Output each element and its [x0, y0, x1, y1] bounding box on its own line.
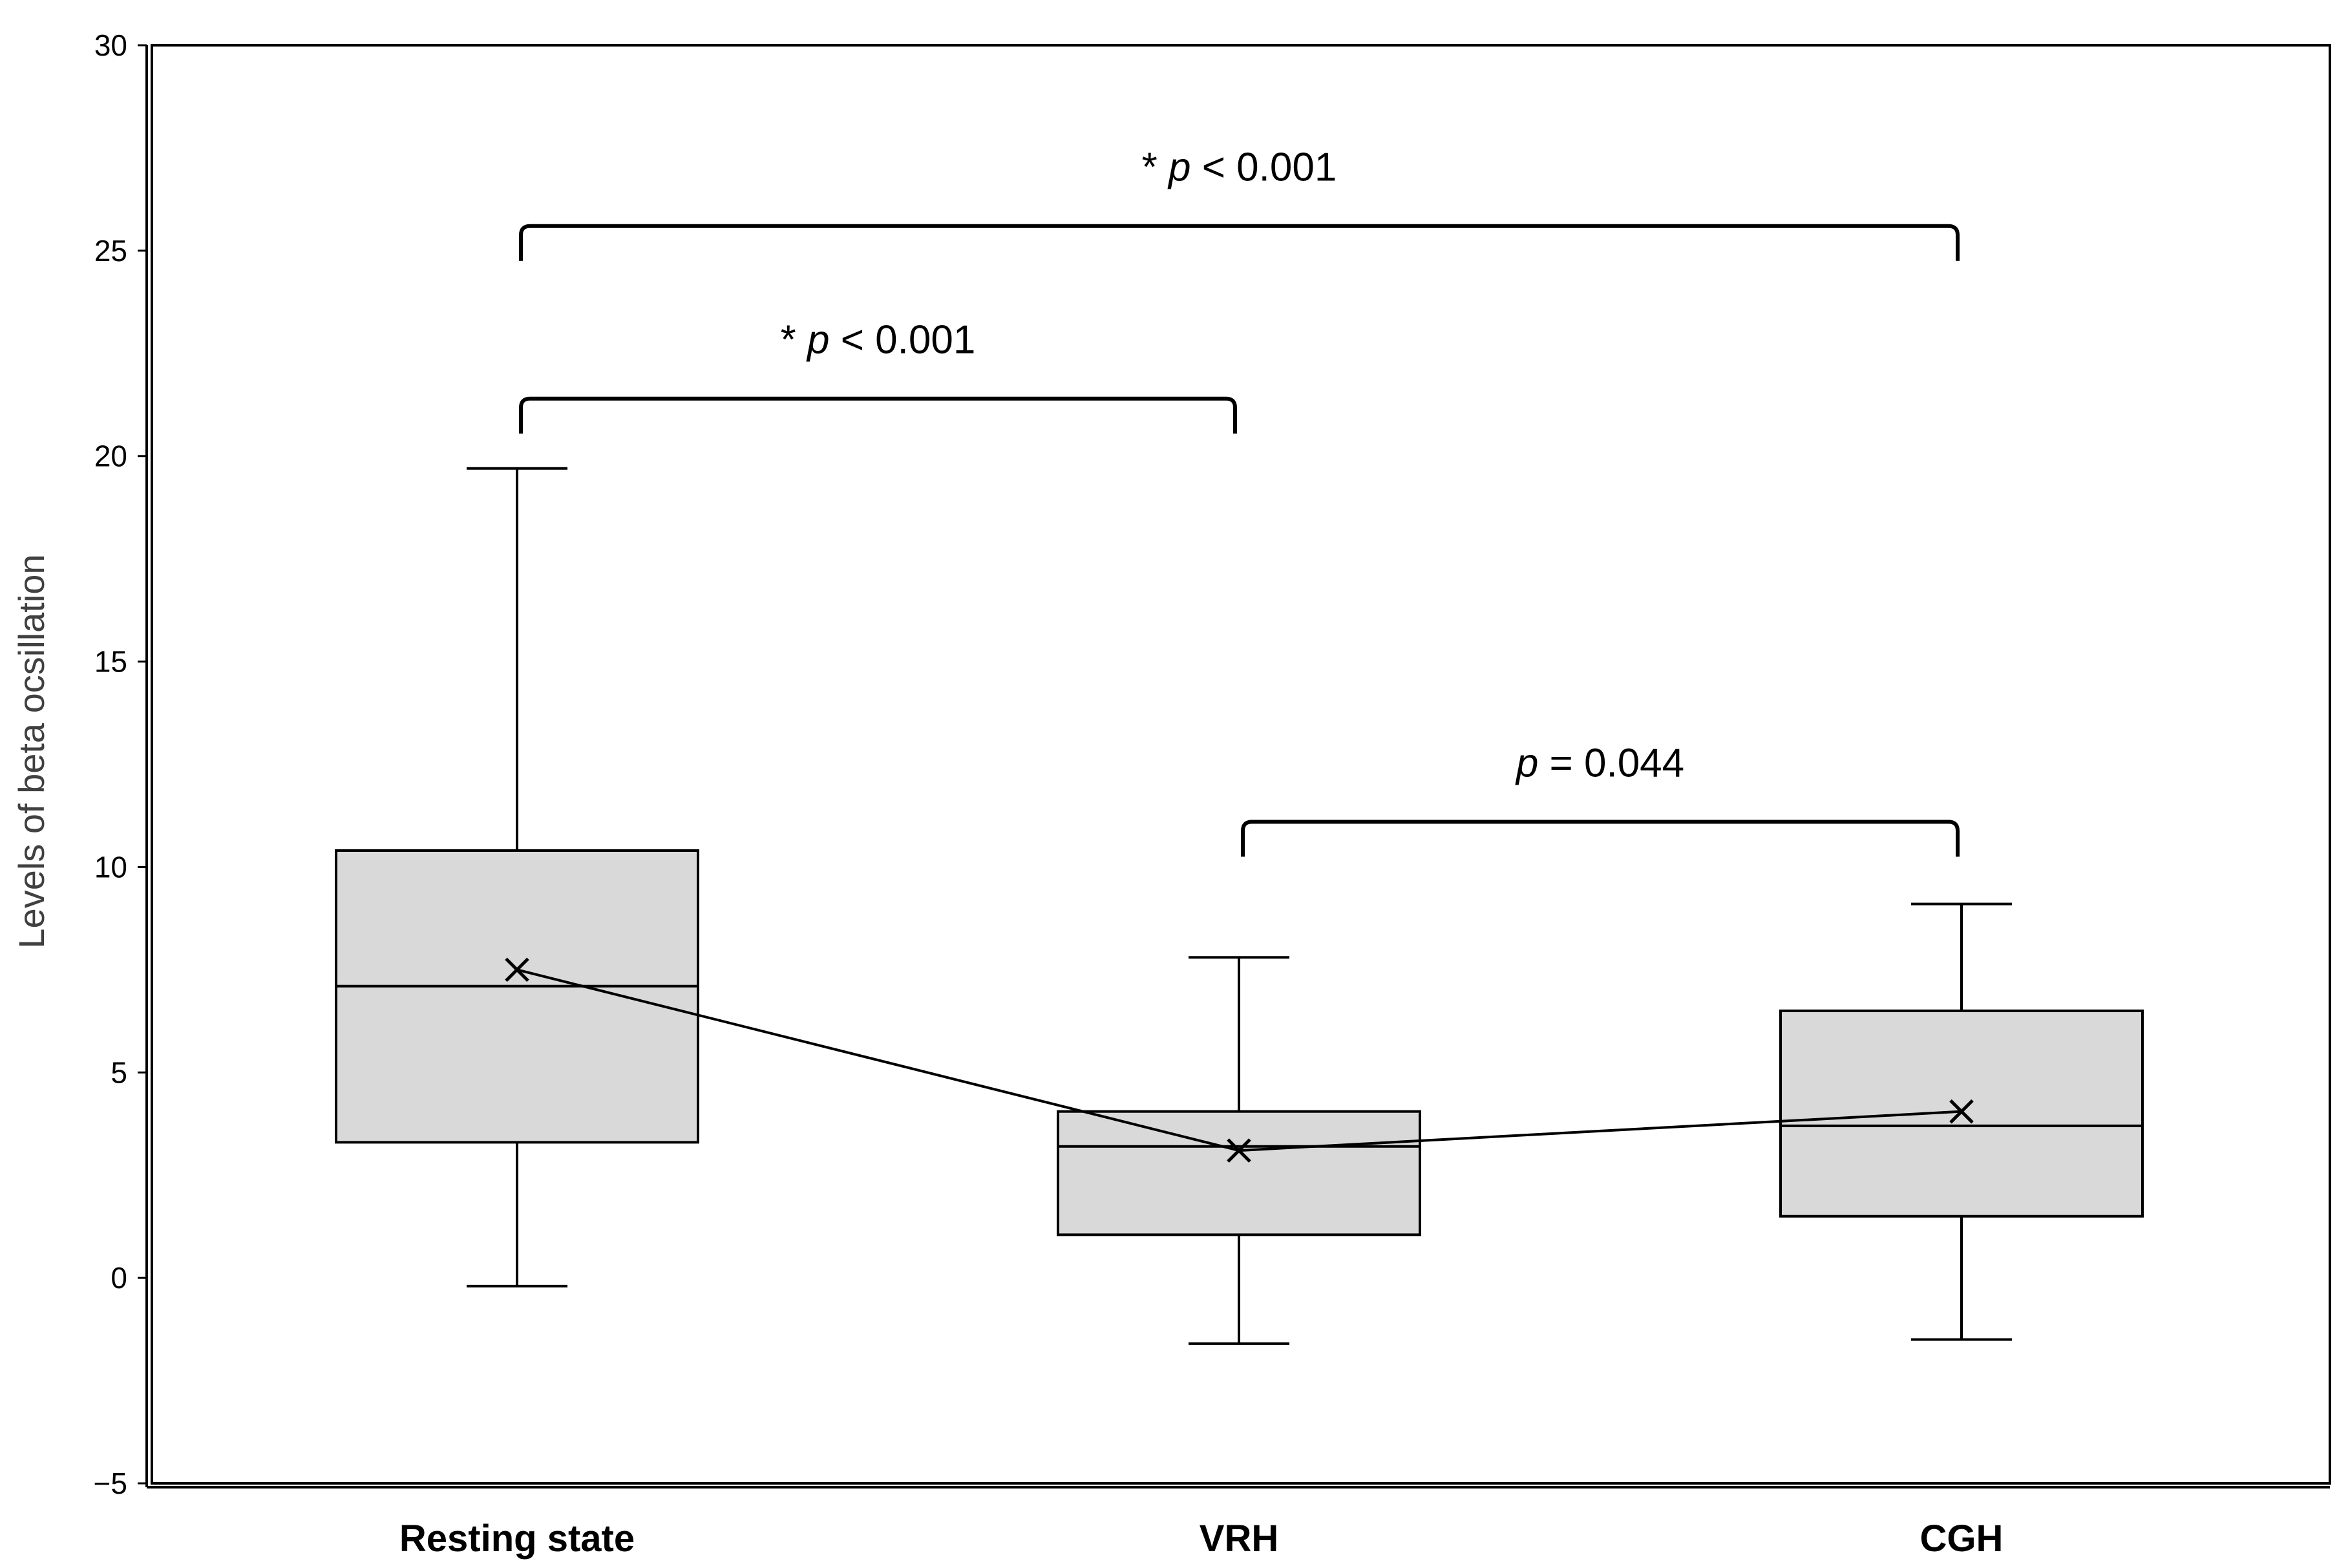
significance-bracket: [519, 224, 1960, 261]
y-axis-title: Levels of beta ocsillation: [11, 554, 52, 948]
significance-p-symbol: p: [1515, 741, 1538, 786]
mean-marker-stroke: [1949, 1099, 1974, 1124]
category-label: Resting state: [399, 1518, 635, 1560]
y-tick-label: 30: [94, 28, 127, 62]
mean-marker: [505, 957, 529, 982]
iqr-box: [335, 849, 699, 1144]
significance-star: *: [781, 318, 807, 363]
significance-label: * p < 0.001: [781, 318, 976, 363]
significance-label: * p < 0.001: [1142, 145, 1337, 190]
significance-p-text: = 0.044: [1538, 741, 1684, 786]
y-tick-label: 25: [94, 234, 127, 268]
y-tick-label: 0: [111, 1261, 127, 1295]
box-group: [1779, 902, 2144, 1341]
significance-p-text: < 0.001: [830, 318, 976, 363]
plot-frame: [151, 44, 2331, 1485]
box-group: [1057, 956, 1421, 1345]
significance-p-symbol: p: [806, 318, 829, 363]
y-tick-label: 15: [94, 645, 127, 679]
mean-marker: [1227, 1138, 1251, 1163]
mean-marker-stroke: [1227, 1138, 1251, 1163]
significance-p-text: < 0.001: [1191, 145, 1337, 190]
significance-bracket: [1241, 820, 1960, 857]
significance-bracket: [519, 396, 1237, 434]
significance-label: p = 0.044: [1515, 741, 1684, 786]
y-tick-label: −5: [94, 1467, 127, 1500]
y-tick-label: 5: [111, 1055, 127, 1089]
mean-marker-stroke: [505, 957, 529, 982]
y-tick-label: 20: [94, 440, 127, 473]
category-label: VRH: [1200, 1518, 1278, 1560]
significance-p-symbol: p: [1167, 145, 1190, 190]
mean-marker: [1949, 1099, 1974, 1124]
significance-star: *: [1142, 145, 1169, 190]
box-group: [335, 467, 699, 1287]
category-label: CGH: [1920, 1518, 2004, 1560]
y-tick-label: 10: [94, 850, 127, 884]
iqr-box: [1057, 1110, 1421, 1236]
